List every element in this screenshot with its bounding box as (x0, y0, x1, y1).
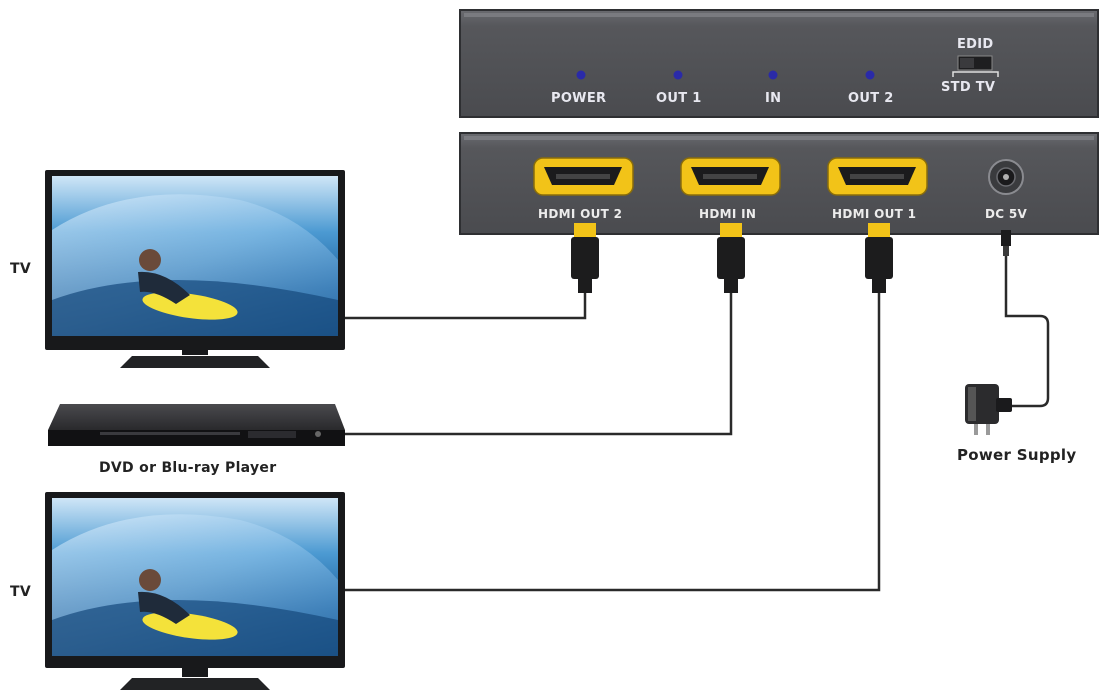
tv-bottom (45, 492, 345, 690)
cables (338, 245, 1050, 592)
hdmi-out1-label: HDMI OUT 1 (832, 207, 917, 221)
power-supply-label: Power Supply (957, 446, 1077, 464)
hdmi-in-port (680, 157, 781, 196)
edid-switch (952, 55, 999, 77)
edid-title: EDID (957, 37, 994, 52)
front-panel (459, 9, 1099, 118)
power-adapter-icon (965, 384, 1012, 435)
hdmi-out2-label: HDMI OUT 2 (538, 207, 623, 221)
hdmi-in-label: HDMI IN (699, 207, 757, 221)
out1-led (673, 70, 683, 80)
edid-switch-label: STD TV (941, 80, 996, 95)
out2-led-label: OUT 2 (848, 91, 894, 106)
in-led-label: IN (765, 91, 782, 106)
dc-jack (988, 159, 1024, 195)
hdmi-plug-in (717, 223, 745, 293)
power-led (576, 70, 586, 80)
dvd-player (48, 404, 345, 446)
hdmi-out2-port (533, 157, 634, 196)
hdmi-plug-out2 (571, 223, 599, 293)
tv-bottom-label: TV (10, 584, 31, 600)
dc-port-label: DC 5V (985, 207, 1028, 221)
in-led (768, 70, 778, 80)
out2-led (865, 70, 875, 80)
tv-top (45, 170, 345, 368)
out1-led-label: OUT 1 (656, 91, 702, 106)
hdmi-plug-out1 (865, 223, 893, 293)
dc-plug (1001, 230, 1011, 256)
hdmi-out1-port (827, 157, 928, 196)
power-led-label: POWER (551, 91, 607, 106)
tv-top-label: TV (10, 261, 31, 277)
player-label: DVD or Blu-ray Player (99, 460, 277, 476)
